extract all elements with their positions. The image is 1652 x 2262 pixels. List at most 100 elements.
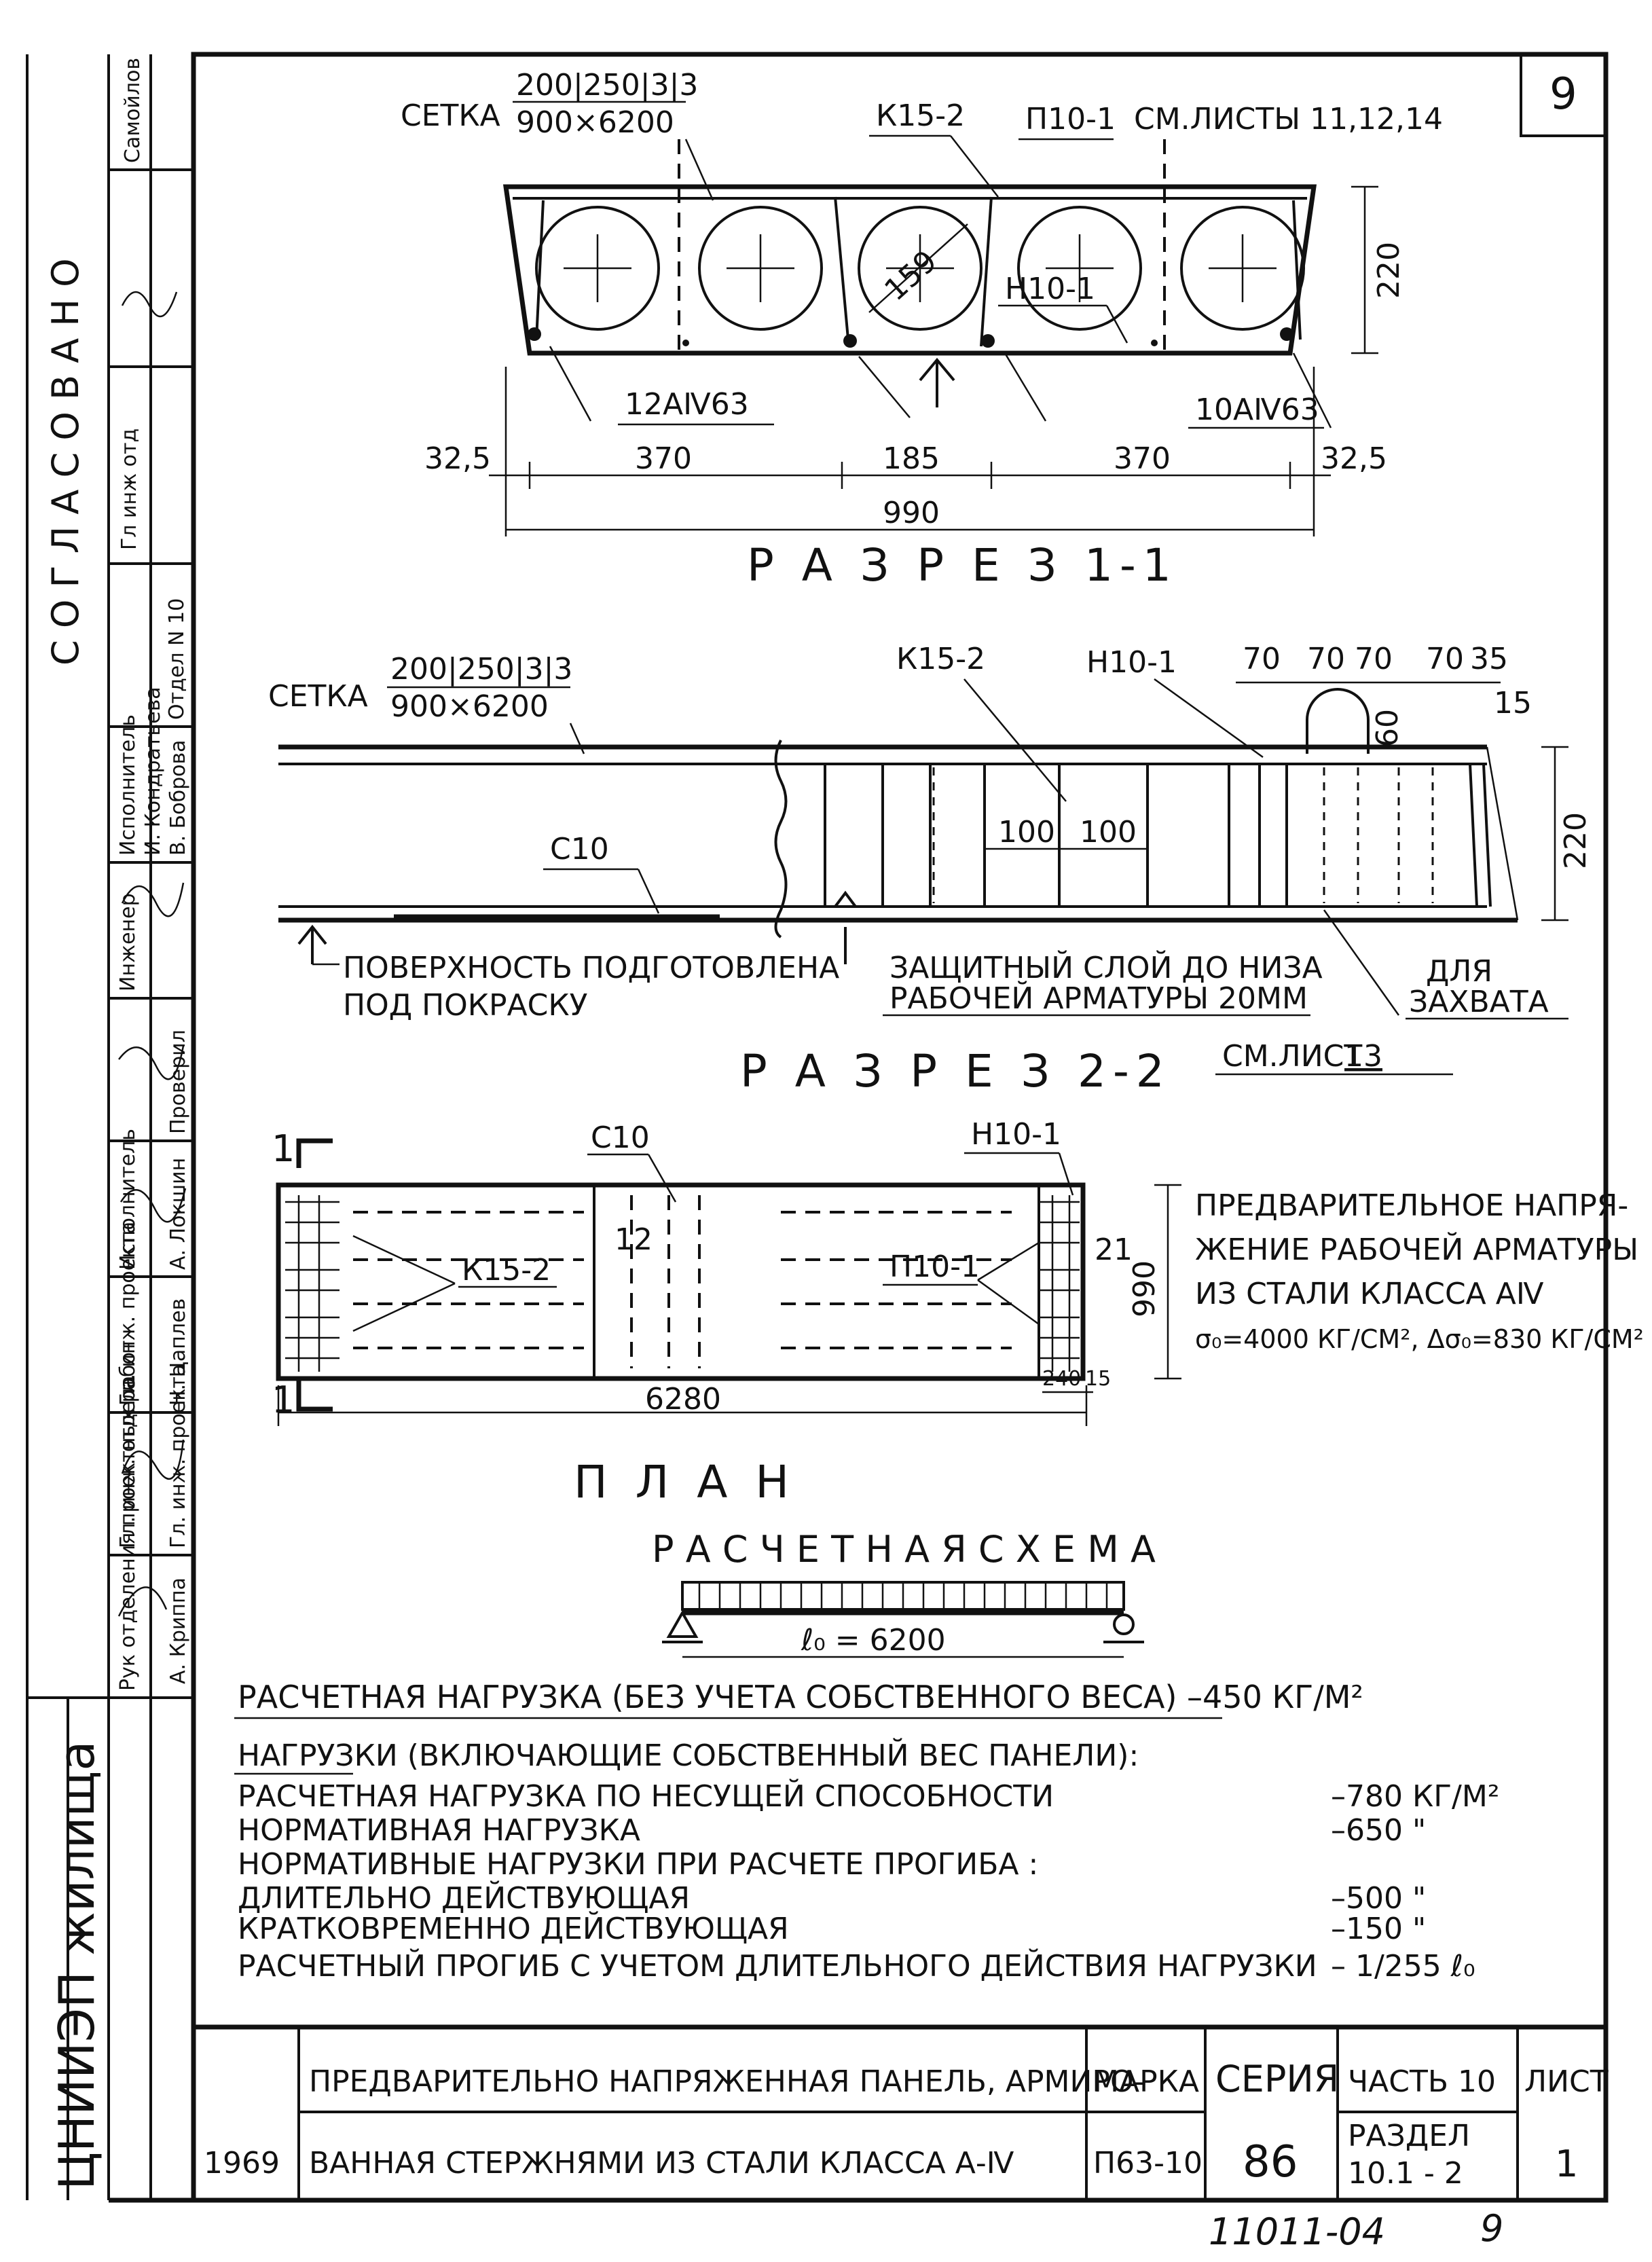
s11-inner-mark: Н10-1	[1005, 272, 1095, 306]
stamp-role-2: Гл. инж. отдела	[116, 1376, 140, 1548]
approval-dept: Отдел N 10	[165, 598, 189, 720]
load-row-3-label: НОРМАТИВНЫЕ НАГРУЗКИ ПРИ РАСЧЕТЕ ПРОГИБА…	[238, 1847, 1038, 1882]
plan-note-4: σ₀=4000 КГ/СМ², Δσ₀=830 КГ/СМ²	[1195, 1324, 1644, 1354]
s22-see-sheet-num: 13	[1344, 1039, 1382, 1074]
s11-mesh-label: СЕТКА	[401, 98, 500, 133]
stamp-name-1: А. Криппа	[166, 1577, 190, 1684]
s11-title: Р А З Р Е З 1-1	[747, 539, 1178, 591]
stamp-name-4: А. Локшин	[166, 1158, 190, 1270]
design-load-line: РАСЧЕТНАЯ НАГРУЗКА (БЕЗ УЧЕТА СОБСТВЕННО…	[238, 1679, 1363, 1715]
approval-role-name: Самойлов	[121, 58, 145, 163]
s11-callout-sheets: СМ.ЛИСТЫ 11,12,14	[1134, 102, 1443, 136]
load-row-5-value: –150 "	[1331, 1912, 1426, 1946]
footer-page: 9	[1480, 2207, 1503, 2250]
s11-mesh-spec-bottom: 900×6200	[516, 105, 674, 140]
load-row-5-label: КРАТКОВРЕМЕННО ДЕЙСТВУЮЩАЯ	[238, 1910, 789, 1946]
stamp-role-1: Рук отделения проектных работ	[116, 1340, 140, 1691]
plan-dim-240: 240	[1042, 1367, 1081, 1391]
plan-mark-p: П10-1	[889, 1249, 980, 1284]
tb-series-value: 86	[1243, 2137, 1298, 2187]
tb-sheet-value: 1	[1555, 2142, 1578, 2185]
plan-mark-h: Н10-1	[971, 1117, 1061, 1152]
s22-see-sheet: СМ.ЛИСТ	[1222, 1039, 1362, 1074]
load-row-4-label: ДЛИТЕЛЬНО ДЕЙСТВУЮЩАЯ	[238, 1880, 690, 1916]
design-scheme: Р А С Ч Е Т Н А Я С Х Е М А ℓ₀ = 6200	[652, 1528, 1156, 1658]
stamp-role-4: Исполнитель	[116, 1129, 140, 1270]
plan-note-1: ПРЕДВАРИТЕЛЬНОЕ НАПРЯ-	[1195, 1188, 1628, 1223]
plan-dim-15: 15	[1085, 1367, 1111, 1391]
sheet-frame	[26, 52, 1609, 2203]
footer-doc-number: 11011-04	[1209, 2210, 1385, 2253]
stamp-name-3: Н. Цаплев	[166, 1298, 190, 1406]
tb-title-1: ПРЕДВАРИТЕЛЬНО НАПРЯЖЕННАЯ ПАНЕЛЬ, АРМИР…	[309, 2064, 1144, 2099]
stamp-name-7: И. Кондратьева	[141, 687, 165, 856]
s11-callout-k15: К15-2	[876, 98, 965, 133]
s11-dim-3: 185	[883, 441, 940, 476]
tb-part-label: ЧАСТЬ 10	[1348, 2064, 1496, 2099]
s22-mark-c: С10	[550, 832, 609, 867]
s22-dim-60: 60	[1370, 709, 1405, 747]
s22-callout-h: Н10-1	[1086, 645, 1177, 680]
s22-height: 220	[1558, 812, 1593, 869]
scheme-span: ℓ₀ = 6200	[801, 1623, 946, 1658]
plan-mark-21: 21	[1095, 1233, 1133, 1267]
plan-length: 6280	[645, 1382, 721, 1417]
tb-series-label: СЕРИЯ	[1215, 2058, 1339, 2100]
s22-callout-k: К15-2	[896, 642, 985, 676]
sheet-number: 9	[1549, 69, 1577, 120]
load-row-1-label: РАСЧЕТНАЯ НАГРУЗКА ПО НЕСУЩЕЙ СПОСОБНОСТ…	[238, 1778, 1054, 1814]
load-row-6-value: – 1/255 ℓ₀	[1331, 1949, 1475, 1984]
plan-section-mark-top: 1	[272, 1127, 295, 1170]
s22-mesh-spec-bottom: 900×6200	[390, 689, 549, 724]
tb-sheet-label: ЛИСТ	[1524, 2064, 1609, 2099]
s22-title: Р А З Р Е З 2-2	[740, 1045, 1171, 1097]
s22-mesh-label: СЕТКА	[268, 679, 368, 714]
s22-note-surface-1: ПОВЕРХНОСТЬ ПОДГОТОВЛЕНА	[343, 951, 839, 985]
s11-dim-2: 370	[635, 441, 692, 476]
approval-role-chief: Гл инж отд	[117, 428, 141, 550]
organization-name: ЦНИИЭП жилища	[48, 1741, 105, 2190]
tb-year: 1969	[204, 2146, 280, 2181]
stamp-role-7: Исполнитель	[116, 714, 140, 856]
plan-title: П Л А Н	[574, 1456, 796, 1508]
load-row-1-value: –780 КГ/М²	[1331, 1779, 1499, 1814]
s22-dim-15: 15	[1494, 686, 1532, 720]
s22-note-cover-2: РАБОЧЕЙ АРМАТУРЫ 20ММ	[889, 980, 1308, 1016]
title-block: 1969 ПРЕДВАРИТЕЛЬНО НАПРЯЖЕННАЯ ПАНЕЛЬ, …	[194, 2024, 1609, 2200]
load-row-4-value: –500 "	[1331, 1881, 1426, 1916]
sheet-number-box	[1520, 53, 1607, 137]
load-row-2-label: НОРМАТИВНАЯ НАГРУЗКА	[238, 1813, 640, 1848]
tb-section-value: 10.1 - 2	[1348, 2156, 1463, 2191]
s22-spacing-1: 100	[998, 815, 1055, 850]
s11-rebar-right: 10АⅣ63	[1195, 393, 1319, 427]
plan-section-mark-bottom: 1	[272, 1379, 295, 1421]
s22-note-surface-2: ПОД ПОКРАСКУ	[343, 988, 588, 1023]
s11-mesh-spec-top: 200|250|3|3	[516, 68, 698, 103]
loads-block: РАСЧЕТНАЯ НАГРУЗКА (БЕЗ УЧЕТА СОБСТВЕННО…	[234, 1679, 1499, 1984]
plan-note-3: ИЗ СТАЛИ КЛАССА АⅣ	[1195, 1277, 1544, 1311]
load-row-2-value: –650 "	[1331, 1813, 1426, 1848]
section-2-2: СЕТКА 200|250|3|3 900×6200 К15-2 Н10-1 7…	[268, 642, 1593, 1097]
s11-callout-p10: П10-1	[1025, 102, 1116, 136]
stamp-name-2: Гл. инж. проекта	[166, 1364, 190, 1548]
tb-mark-value: П63-10	[1093, 2146, 1203, 2181]
tb-section-label: РАЗДЕЛ	[1348, 2119, 1470, 2153]
s11-dim-4: 370	[1114, 441, 1171, 476]
approval-heading: С О Г Л А С О В А Н О	[44, 258, 87, 665]
signature-marks	[117, 291, 187, 1617]
s22-top-dim-3: 70	[1355, 642, 1393, 676]
loads-heading: НАГРУЗКИ (ВКЛЮЧАЮЩИЕ СОБСТВЕННЫЙ ВЕС ПАН…	[238, 1737, 1139, 1773]
plan-width: 990	[1127, 1260, 1162, 1317]
s22-note-cover-1: ЗАЩИТНЫЙ СЛОЙ ДО НИЗА	[889, 949, 1323, 985]
s22-note-grip-2: ЗАХВАТА	[1409, 985, 1549, 1019]
s22-top-dim-2: 70	[1307, 642, 1345, 676]
stamp-role-3: Гл. инж. проекта	[116, 1222, 140, 1406]
load-row-6-label: РАСЧЕТНЫЙ ПРОГИБ С УЧЕТОМ ДЛИТЕЛЬНОГО ДЕ…	[238, 1948, 1317, 1984]
s22-note-grip-1: ДЛЯ	[1426, 954, 1492, 989]
s11-height: 220	[1372, 242, 1406, 299]
plan-mark-c: С10	[591, 1120, 650, 1155]
s11-dim-5: 32,5	[1321, 441, 1387, 476]
s22-top-dim-1: 70	[1243, 642, 1281, 676]
s22-mesh-spec-top: 200|250|3|3	[390, 652, 572, 687]
